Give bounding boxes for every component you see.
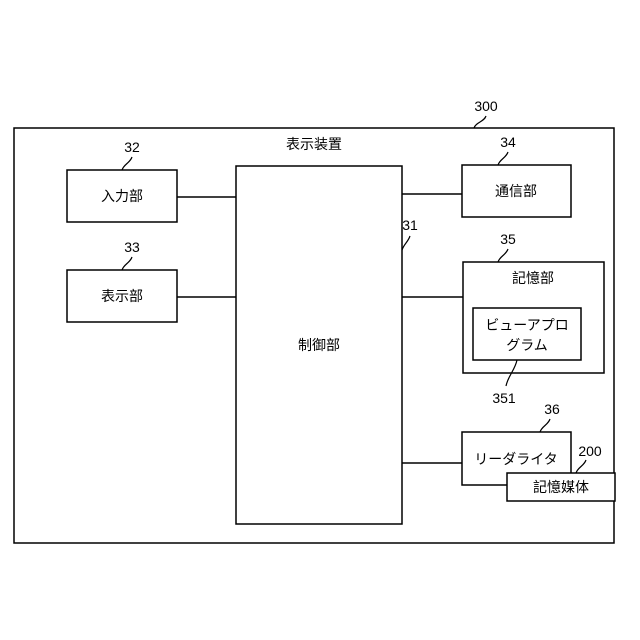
communication-unit-label: 通信部	[495, 184, 537, 200]
control-unit-label: 制御部	[298, 338, 340, 354]
display-unit-label: 表示部	[101, 289, 143, 305]
storage-medium-ref-number: 200	[578, 443, 602, 459]
storage-unit-label: 記憶部	[512, 270, 554, 287]
display-unit-ref-number: 33	[124, 239, 140, 255]
storage-unit-ref-number: 35	[500, 231, 516, 247]
input-unit-ref-number: 32	[124, 139, 140, 155]
viewer-program-label-line2: グラム	[506, 338, 548, 354]
device-ref-leader	[474, 116, 486, 128]
device-title: 表示装置	[286, 137, 342, 153]
input-unit-label: 入力部	[101, 189, 143, 205]
reader-writer-label: リーダライタ	[474, 452, 557, 468]
viewer-program-label-line1: ビューアプロ	[485, 318, 568, 334]
device-ref-number: 300	[474, 98, 498, 114]
viewer-program-ref-number: 351	[492, 390, 516, 406]
storage-medium-label: 記憶媒体	[533, 479, 589, 496]
control-unit-ref-number: 31	[402, 217, 418, 233]
reader-writer-ref-number: 36	[544, 401, 560, 417]
communication-unit-ref-number: 34	[500, 134, 516, 150]
